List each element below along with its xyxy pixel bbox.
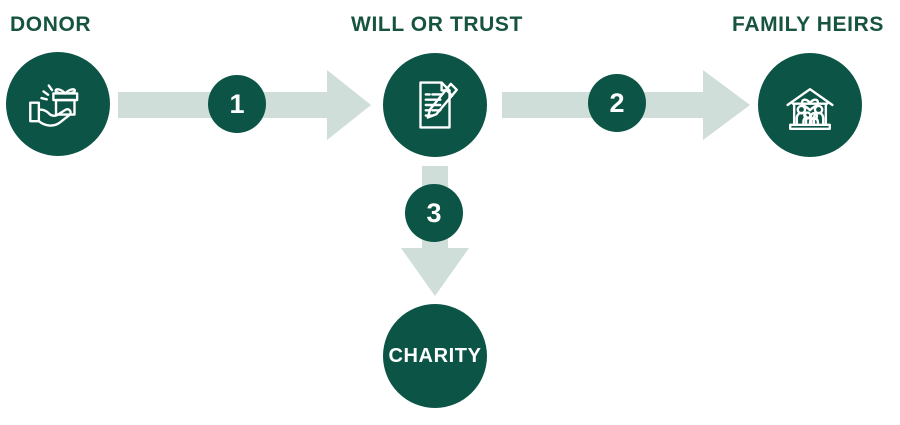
charity-label: CHARITY: [388, 344, 482, 367]
arrow-3-down-arrowhead-icon: [401, 248, 469, 296]
step-2-badge: 2: [588, 74, 646, 132]
gift-in-hand-icon: [29, 84, 79, 127]
charity-node: CHARITY: [383, 304, 487, 408]
family-home-icon: [786, 87, 834, 130]
will-or-trust-label: WILL OR TRUST: [351, 13, 523, 36]
step-1-badge: 1: [208, 75, 266, 133]
family-heirs-label: FAMILY HEIRS: [732, 13, 884, 36]
document-pen-icon: [419, 81, 458, 129]
will-or-trust-node: [383, 53, 487, 157]
donor-label: DONOR: [10, 13, 92, 36]
arrow-1-right-arrowhead-icon: [327, 70, 371, 140]
arrow-2-right-arrowhead-icon: [703, 70, 750, 140]
donor-node: [6, 52, 110, 156]
family-heirs-node: [758, 53, 862, 157]
step-3-badge: 3: [405, 184, 463, 242]
